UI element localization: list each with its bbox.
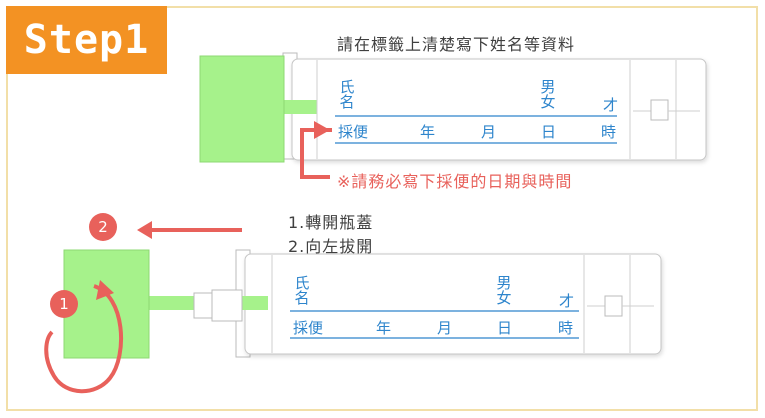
top-day-label: 日: [541, 123, 557, 141]
stick-sleeve: [211, 289, 243, 322]
marker-1: 1: [50, 290, 78, 318]
operation-step-1: 1.轉開瓶蓋: [288, 213, 374, 232]
bottom-tube: [63, 249, 662, 359]
bottom-time-label: 時: [558, 319, 574, 337]
warning-text: ※請務必寫下採便的日期與時間: [337, 172, 573, 191]
top-collect-label: 採便: [338, 123, 369, 141]
bottom-year-label: 年: [376, 319, 392, 337]
pull-left-arrow-head: [137, 221, 152, 239]
bottom-name-field: 氏名: [294, 274, 310, 307]
date-pointer-arrow-head: [314, 121, 330, 139]
bottom-tube-cap: [63, 249, 150, 359]
top-gender-field: 男女: [540, 78, 556, 111]
top-tube-cap: [199, 55, 285, 163]
top-tube-tip: [650, 99, 669, 121]
bottom-month-label: 月: [437, 319, 453, 337]
bottom-tube-tip: [604, 295, 623, 317]
stick-sleeve: [193, 292, 215, 319]
top-name-field: 氏名: [339, 78, 355, 111]
twist-arrow: [44, 284, 123, 394]
top-month-label: 月: [481, 123, 497, 141]
step-badge: Step1: [6, 6, 167, 74]
top-tube-stick: [283, 100, 317, 114]
bottom-day-label: 日: [497, 319, 513, 337]
bottom-age-unit: 才: [559, 292, 575, 310]
top-year-label: 年: [420, 123, 436, 141]
top-tube: [199, 52, 707, 163]
top-time-label: 時: [601, 123, 617, 141]
top-age-unit: 才: [603, 96, 619, 114]
bottom-gender-field: 男女: [496, 274, 512, 307]
twist-arrow-head: [96, 280, 114, 300]
instruction-text: 請在標籤上清楚寫下姓名等資料: [337, 35, 576, 54]
operation-step-2: 2.向左拔開: [288, 237, 374, 256]
marker-2: 2: [89, 213, 117, 241]
bottom-collect-label: 採便: [293, 319, 324, 337]
